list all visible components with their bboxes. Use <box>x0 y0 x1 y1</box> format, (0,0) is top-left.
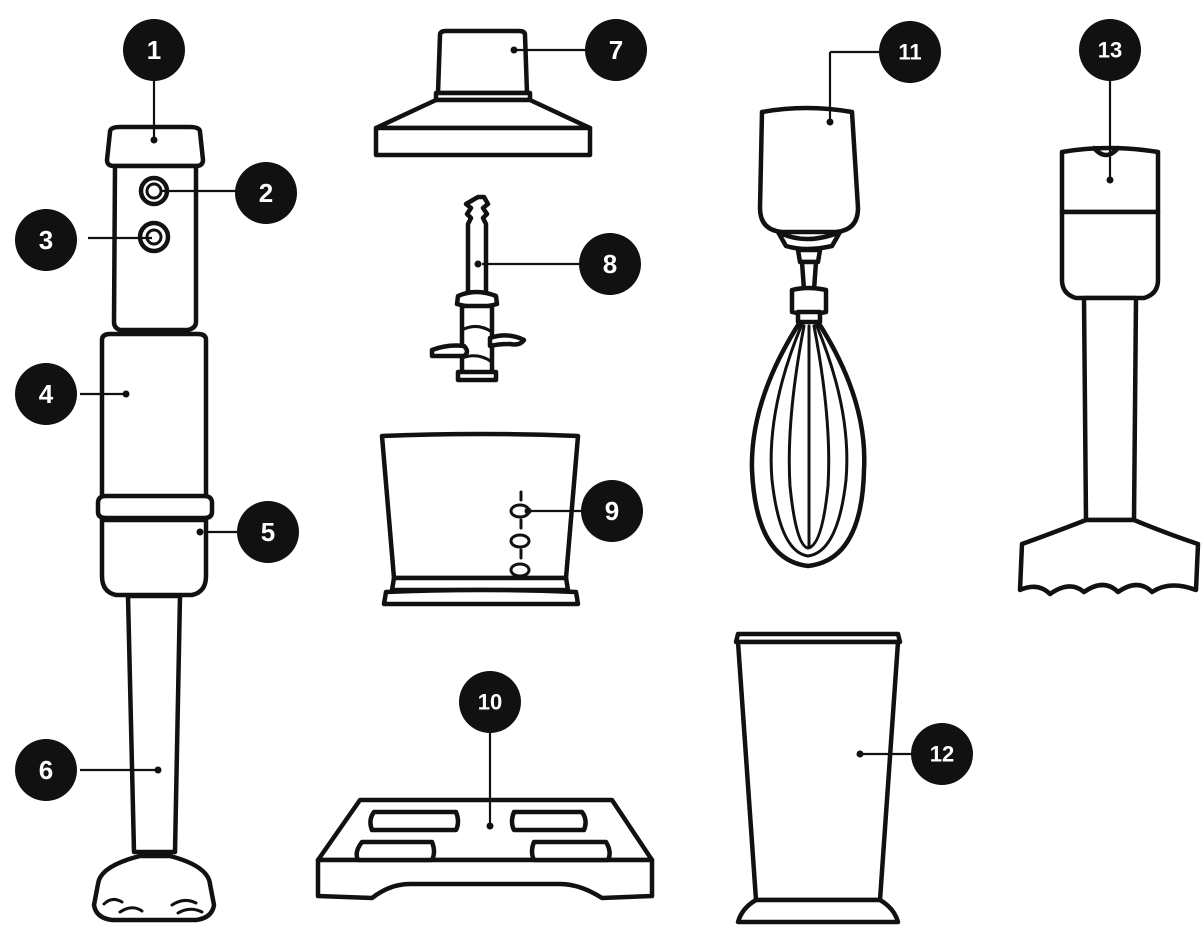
callout-3: 3 <box>15 209 77 271</box>
callout-4: 4 <box>15 363 77 425</box>
callout-13: 13 <box>1079 19 1141 81</box>
blender-shaft <box>94 596 214 920</box>
callout-5: 5 <box>237 501 299 563</box>
callout-3-label: 3 <box>39 225 53 255</box>
callout-8: 8 <box>579 233 641 295</box>
callout-7: 7 <box>585 19 647 81</box>
leader-lines <box>80 50 1110 826</box>
chopper-bowl <box>382 434 578 604</box>
callout-12-label: 12 <box>930 742 954 767</box>
callout-13-label: 13 <box>1098 38 1122 63</box>
callout-12: 12 <box>911 723 973 785</box>
callout-4-label: 4 <box>39 379 54 409</box>
chopper-blade <box>432 197 524 380</box>
callout-9: 9 <box>581 480 643 542</box>
callout-5-label: 5 <box>261 517 275 547</box>
blending-beaker <box>736 634 900 922</box>
callout-2-label: 2 <box>259 178 273 208</box>
whisk-attachment <box>752 108 864 566</box>
callout-9-label: 9 <box>605 496 619 526</box>
callout-10-label: 10 <box>478 690 502 715</box>
non-slip-base <box>318 800 652 898</box>
callout-6: 6 <box>15 739 77 801</box>
callout-6-label: 6 <box>39 755 53 785</box>
callout-11-label: 11 <box>898 40 921 65</box>
callout-2: 2 <box>235 162 297 224</box>
callout-8-label: 8 <box>603 249 617 279</box>
callout-7-label: 7 <box>609 35 623 65</box>
callout-11: 11 <box>879 21 941 83</box>
callout-10: 10 <box>459 671 521 733</box>
callout-1-label: 1 <box>147 35 161 65</box>
callout-1: 1 <box>123 19 185 81</box>
hand-blender-motor-unit <box>98 127 212 595</box>
masher-attachment <box>1020 148 1198 594</box>
